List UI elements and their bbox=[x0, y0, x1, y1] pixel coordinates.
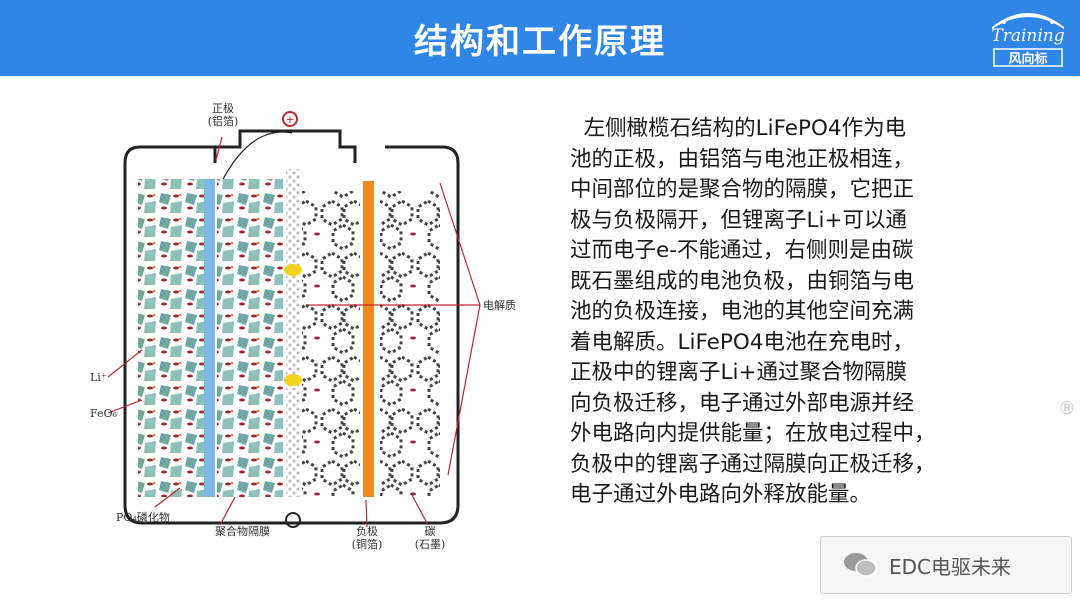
label-aluminum-foil: (铝箔) bbox=[208, 114, 239, 128]
text-line: 正极中的锂离子Li+通过聚合物隔膜 bbox=[570, 360, 907, 385]
battery-casing bbox=[123, 145, 460, 525]
registered-mark: ® bbox=[1058, 398, 1076, 419]
electron-marker bbox=[284, 374, 302, 386]
label-graphite: (石墨) bbox=[415, 538, 446, 551]
watermark-text: EDC电驱未来 bbox=[889, 555, 1012, 579]
label-negative-electrode: 负极 bbox=[356, 524, 378, 538]
label-separator: 聚合物隔膜 bbox=[215, 524, 270, 538]
page-title: 结构和工作原理 bbox=[414, 22, 666, 62]
text-line: 左侧橄榄石结构的LiFePO4作为电 bbox=[570, 116, 907, 141]
training-logo: Training 风向标 bbox=[991, 13, 1065, 67]
battery-terminal bbox=[213, 129, 357, 163]
text-line: 池的正极，由铝箔与电池正极相连， bbox=[570, 146, 915, 172]
label-carbon: 碳 bbox=[425, 524, 436, 538]
label-feo: FeO₆ bbox=[90, 407, 118, 420]
positive-terminal bbox=[282, 111, 298, 127]
logo-brand: 风向标 bbox=[1008, 51, 1047, 67]
text-line: 外电路向内提供能量；在放电过程中， bbox=[570, 421, 936, 446]
battery-diagram: + 正极 (铝箔) 电解质 Li⁺ FeO₆ PO₄磷化物 聚合物隔膜 负极 (… bbox=[90, 101, 516, 551]
text-line: 过而电子e-不能通过，右侧则是由碳 bbox=[570, 238, 914, 263]
text-line: 着电解质。LiFePO4电池在充电时， bbox=[570, 329, 914, 355]
copper-foil bbox=[363, 181, 374, 497]
logo-script: Training bbox=[991, 26, 1064, 46]
text-line: 既石墨组成的电池负极，由铜箔与电 bbox=[570, 268, 915, 294]
title-bar: 结构和工作原理 Training 风向标 bbox=[0, 0, 1080, 76]
plus-sign: + bbox=[285, 113, 294, 126]
text-line: 电子通过外电路向外释放能量。 bbox=[570, 482, 872, 507]
wechat-icon bbox=[844, 553, 877, 577]
electron-marker bbox=[284, 264, 302, 276]
label-electrolyte: 电解质 bbox=[483, 298, 516, 312]
text-line: 池的负极连接，电池的其他空间充满 bbox=[570, 299, 915, 324]
label-copper-foil: (铜箔) bbox=[352, 537, 383, 551]
negative-terminal bbox=[285, 512, 301, 528]
label-li: Li⁺ bbox=[90, 371, 107, 384]
text-line: 向负极迁移，电子通过外部电源并经 bbox=[570, 390, 915, 416]
wechat-watermark: EDC电驱未来 bbox=[820, 536, 1072, 594]
label-positive-electrode: 正极 bbox=[212, 101, 234, 115]
polymer-separator bbox=[286, 169, 300, 497]
text-line: 负极中的锂离子通过隔膜向正极迁移， bbox=[570, 451, 936, 477]
text-line: 极与负极隔开，但锂离子Li+可以通 bbox=[570, 207, 907, 233]
text-line: 中间部位的是聚合物的隔膜，它把正 bbox=[570, 177, 915, 202]
aluminum-foil bbox=[204, 179, 215, 497]
label-phosphate: PO₄磷化物 bbox=[116, 510, 170, 524]
description-text: 左侧橄榄石结构的LiFePO4作为电 池的正极，由铝箔与电池正极相连， 中间部位… bbox=[570, 114, 1040, 511]
